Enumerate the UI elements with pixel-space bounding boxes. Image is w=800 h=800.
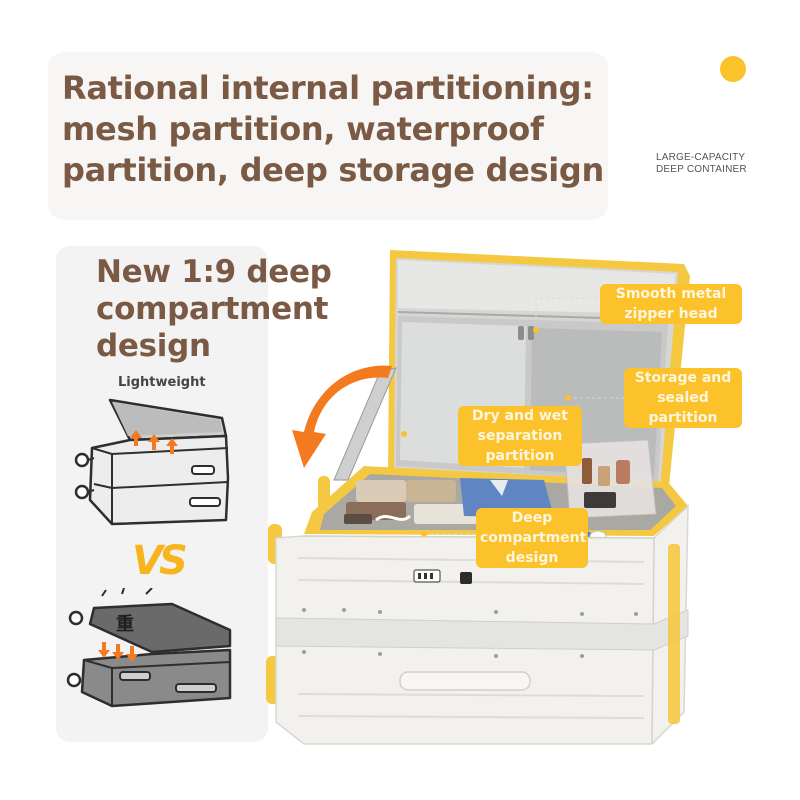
corner-label-line-1: LARGE-CAPACITY [656, 152, 746, 163]
callout-storage: Storage and sealed partition [624, 368, 742, 428]
comparison-title-line-1: New 1:9 deep [96, 254, 332, 290]
headline-line-1: Rational internal partitioning: [62, 69, 594, 107]
vs-label: VS [132, 538, 188, 584]
corner-label-line-2: DEEP CONTAINER [656, 164, 747, 175]
callout-deep: Deep compartment design [476, 508, 588, 568]
callout-zipper-line-2: zipper head [624, 306, 718, 322]
headline-block: Rational internal partitioning: mesh par… [48, 52, 608, 220]
callout-dry-wet-line-2: separation [477, 428, 563, 444]
corner-label: LARGE-CAPACITY DEEP CONTAINER [656, 152, 747, 176]
callout-storage-line-1: Storage and [634, 370, 732, 386]
down-arrow-icon [98, 642, 138, 662]
comparison-title: New 1:9 deep compartment design [96, 254, 332, 365]
up-arrow-icon [130, 430, 178, 454]
callout-storage-line-2: sealed [657, 390, 709, 406]
callout-dry-wet-line-3: partition [485, 448, 555, 464]
heavy-suitcase-illustration: 重 [66, 588, 232, 708]
heavy-glyph: 重 [116, 613, 134, 635]
callout-zipper-line-1: Smooth metal [615, 286, 727, 302]
comparison-title-line-3: design [96, 328, 211, 364]
yellow-dot-decoration [720, 56, 746, 82]
callout-deep-line-2: compartment [480, 530, 587, 546]
callout-zipper: Smooth metal zipper head [600, 284, 742, 324]
lightweight-label: Lightweight [118, 375, 206, 390]
comparison-title-line-2: compartment [96, 291, 329, 327]
callout-deep-line-1: Deep [511, 510, 553, 526]
headline-line-3: partition, deep storage design [62, 151, 605, 189]
lightweight-suitcase-illustration [74, 398, 230, 526]
callout-storage-line-3: partition [648, 410, 718, 426]
open-lid-arrow-icon [292, 365, 392, 468]
callout-dry-wet-line-1: Dry and wet [472, 408, 568, 424]
callout-deep-line-3: design [505, 550, 559, 566]
callout-dry-wet: Dry and wet separation partition [458, 406, 582, 466]
headline-line-2: mesh partition, waterproof [62, 110, 544, 148]
